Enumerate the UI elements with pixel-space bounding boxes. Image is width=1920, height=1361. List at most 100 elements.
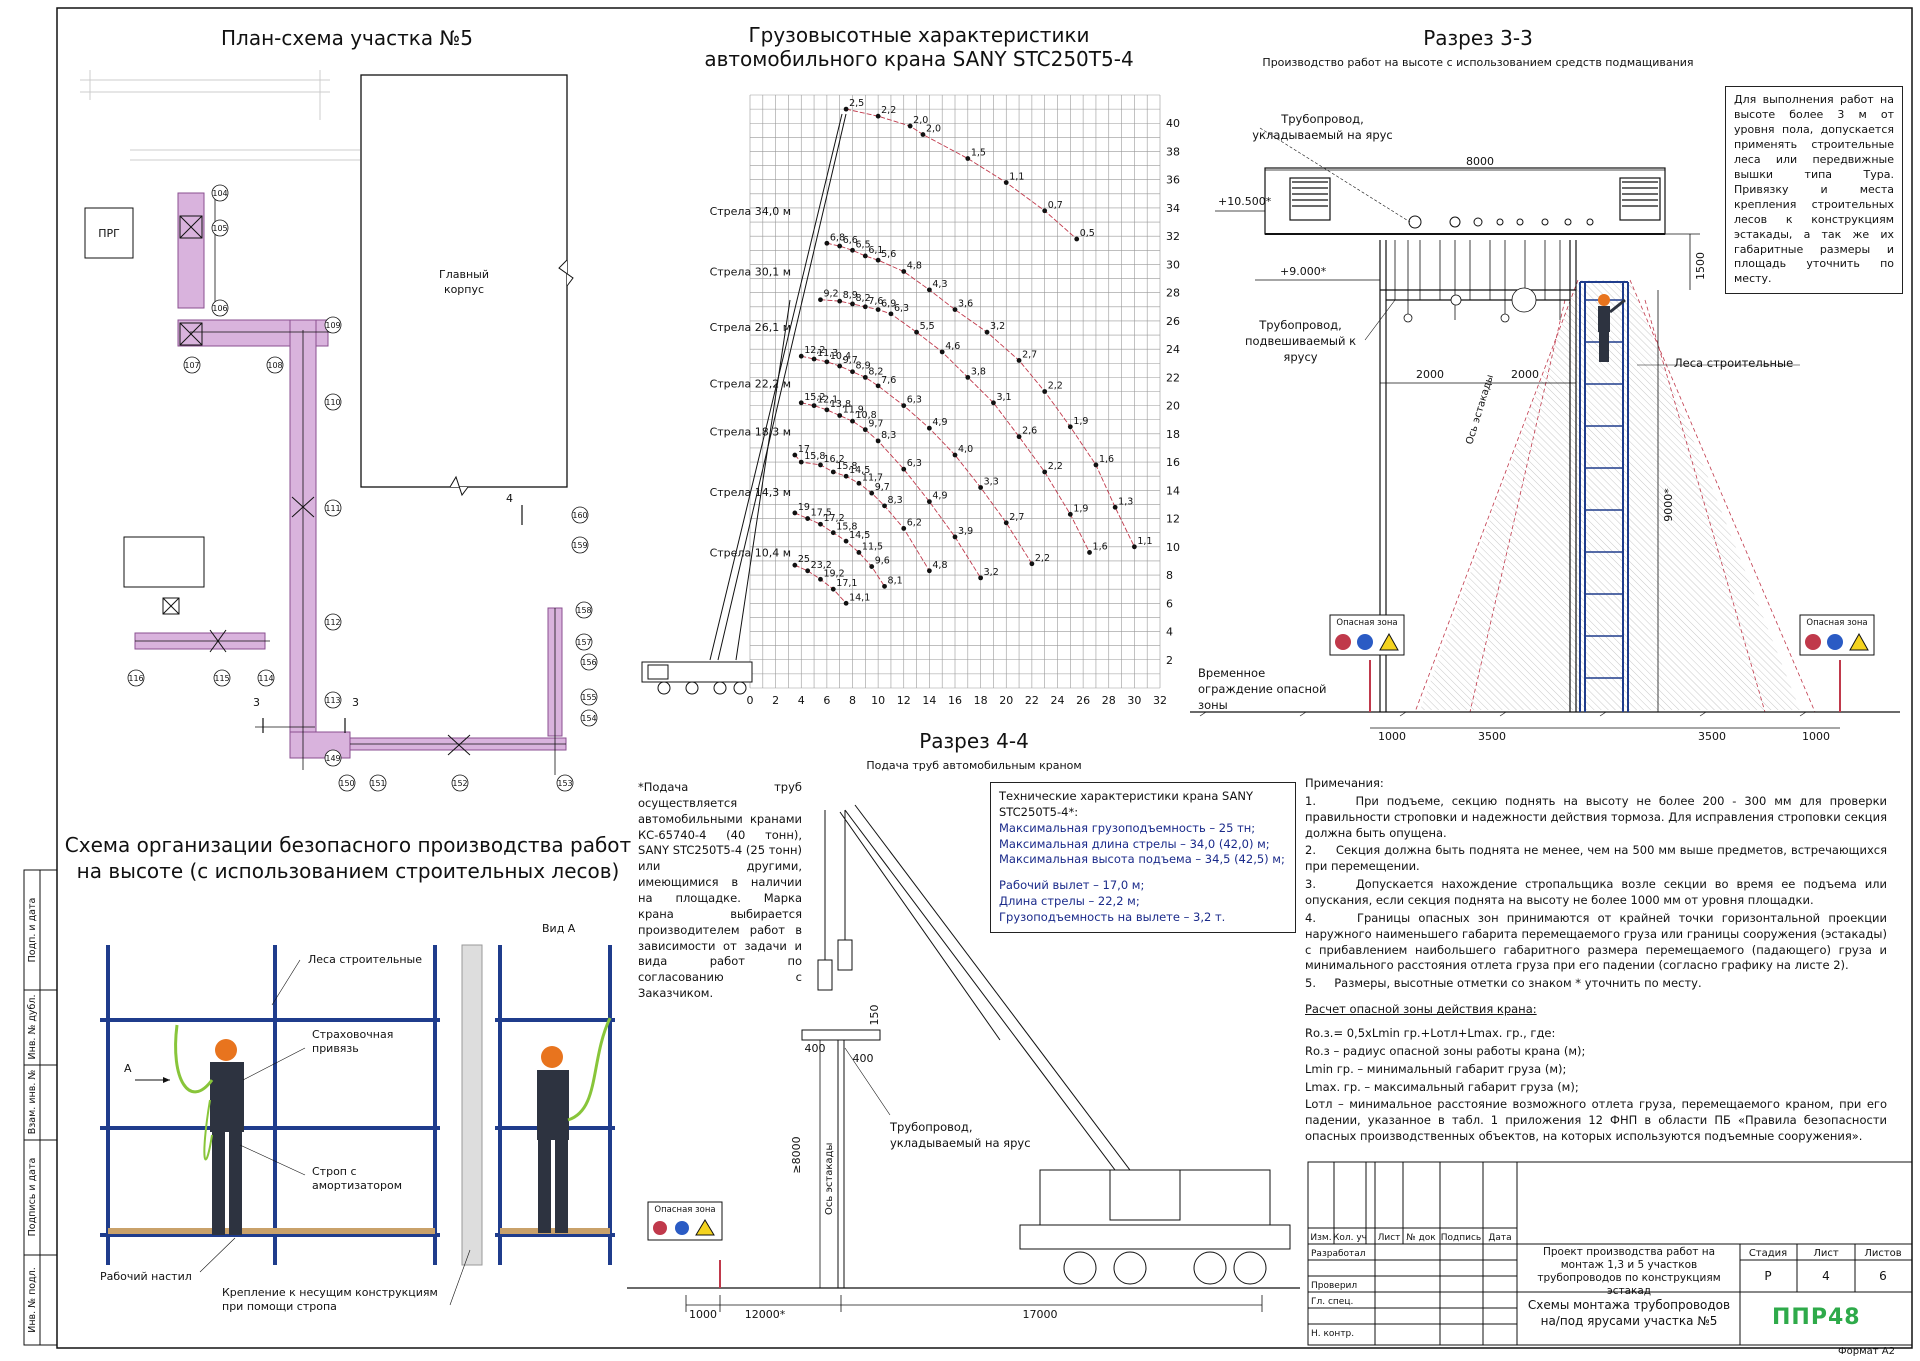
data-point (856, 550, 862, 555)
safety-worker-left (174, 1024, 244, 1235)
data-label: 3,2 (990, 321, 1005, 332)
data-point (798, 400, 804, 406)
data-label: 2,7 (1022, 349, 1037, 360)
data-label: 1,9 (1073, 416, 1088, 427)
data-point (978, 575, 984, 581)
s44-axis: Ось эстакады (824, 1143, 835, 1215)
data-label: 4,9 (932, 417, 947, 428)
plan-node (257, 669, 275, 687)
plan-node (324, 393, 342, 411)
tb-col-header: Кол. уч (1333, 1233, 1367, 1243)
data-label: 5,6 (881, 249, 896, 260)
plan-node (211, 184, 229, 202)
y-tick-label: 36 (1166, 174, 1180, 187)
data-point (805, 516, 811, 521)
tb-sheets-header: Листов (1864, 1248, 1901, 1259)
data-label: 15,8 (804, 451, 825, 462)
data-point (843, 106, 849, 112)
data-label: 2,2 (1048, 381, 1063, 392)
tb-col-header: Подпись (1441, 1233, 1481, 1243)
data-label: 15,8 (836, 461, 857, 472)
plan-node (571, 536, 589, 554)
plan-node-label: 150 (339, 779, 354, 788)
data-point (798, 459, 804, 465)
data-label: 4,8 (932, 560, 947, 571)
data-point (792, 510, 798, 516)
data-label: 1,1 (1009, 172, 1024, 183)
data-label: 0,5 (1080, 228, 1095, 239)
data-point (882, 503, 887, 509)
tb-col-header: Лист (1378, 1233, 1401, 1243)
chart-title-2: автомобильного крана SANY STC250T5-4 (704, 47, 1133, 71)
x-tick-label: 12 (897, 694, 911, 707)
plan-node-label: 149 (325, 754, 340, 763)
plan-node (324, 691, 342, 709)
series-line (820, 299, 1090, 553)
calc-2: Rо.з – радиус опасной зоны работы крана … (1305, 1043, 1586, 1058)
data-label: 3,1 (996, 392, 1011, 403)
plan-node-label: 110 (325, 398, 340, 407)
deck-label: Рабочий настил (100, 1270, 192, 1283)
svg-text:Опасная зона: Опасная зона (654, 1205, 715, 1215)
data-point (952, 307, 958, 313)
data-label: 17,1 (836, 578, 857, 589)
data-label: 14,5 (849, 530, 870, 541)
data-point (792, 562, 798, 568)
data-point (805, 568, 811, 574)
data-point (824, 407, 830, 413)
svg-text:Опасная зона: Опасная зона (1806, 618, 1867, 628)
note-4: 4. Границы опасных зон принимаются от кр… (1305, 910, 1887, 973)
tb-role: Проверил (1311, 1281, 1357, 1291)
s44-footnote: *Подача труб осуществляется автомобильны… (638, 780, 802, 1001)
s33-title: Разрез 3-3 (1423, 26, 1533, 50)
data-label: 2,2 (1048, 461, 1063, 472)
plan-node (266, 356, 284, 374)
s33-axis-label: Ось эстакады (1464, 373, 1496, 445)
tb-stage-header: Стадия (1749, 1248, 1787, 1259)
data-label: 6,3 (907, 395, 922, 406)
data-point (952, 534, 958, 540)
data-label: 7,6 (881, 375, 896, 386)
data-point (850, 369, 855, 375)
boom-label: Стрела 26,1 м (710, 321, 791, 334)
data-point (901, 466, 907, 472)
x-tick-label: 0 (747, 694, 754, 707)
plan-node-label: 107 (184, 361, 199, 370)
data-point (811, 356, 817, 362)
data-label: 2,0 (926, 124, 941, 135)
data-point (843, 538, 849, 544)
plan-node (580, 688, 598, 706)
data-label: 4,0 (958, 444, 973, 455)
data-point (850, 247, 855, 253)
s44-spec-3: Максимальная высота подъема – 34,5 (42,5… (999, 852, 1285, 867)
chart-series: 2,52,22,02,01,51,10,70,56,86,66,56,15,64… (792, 98, 1152, 606)
plan-node (127, 669, 145, 687)
s44-spec-6: Грузоподъемность на вылете – 3,2 т. (999, 910, 1226, 925)
plan-box-2 (123, 536, 205, 588)
s33-scaffold-label: Леса строительные (1674, 356, 1794, 370)
plan-node-label: 156 (581, 658, 596, 667)
series-line (845, 108, 1078, 240)
x-tick-label: 2 (772, 694, 779, 707)
data-point (1087, 550, 1092, 555)
x-tick-label: 18 (974, 694, 988, 707)
s33-dim-1000b: 1000 (1802, 730, 1830, 743)
section-4-4: Разрез 4-4 Подача труб автомобильным кра… (627, 729, 1300, 1321)
data-point (875, 113, 881, 119)
data-label: 2,5 (849, 98, 864, 109)
data-point (875, 257, 881, 263)
tb-stage: Р (1764, 1269, 1771, 1283)
data-point (856, 480, 862, 486)
s44-dim-400b: 400 (853, 1052, 874, 1065)
data-point (965, 156, 971, 161)
plan-node-label: 157 (576, 638, 591, 647)
data-label: 14,1 (849, 592, 870, 603)
x-tick-label: 16 (948, 694, 962, 707)
plan-node (338, 774, 356, 792)
data-label: 11,5 (862, 541, 883, 552)
data-label: 8,3 (881, 430, 896, 441)
pipe-route (134, 192, 567, 759)
plan-node-label: 111 (325, 504, 340, 513)
boom-label: Стрела 34,0 м (710, 205, 791, 218)
